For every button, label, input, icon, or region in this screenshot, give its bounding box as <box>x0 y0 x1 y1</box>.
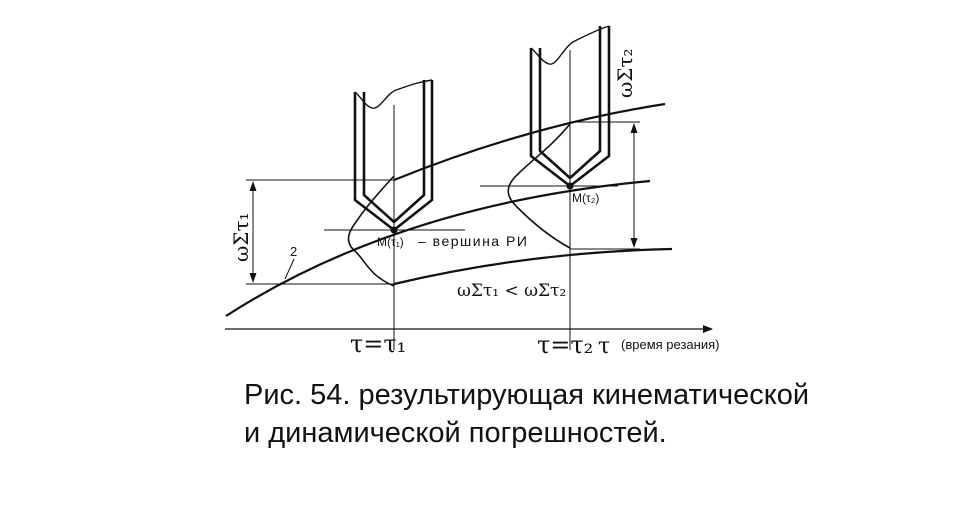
label-point-m2: М(τ₂) <box>572 191 599 205</box>
point-m-tau2 <box>566 182 574 190</box>
label-point-m1: М(τ₁) <box>377 235 404 249</box>
point-m-tau1 <box>390 226 398 234</box>
label-inequality: ωΣτ₁ < ωΣτ₂ <box>457 281 566 301</box>
label-tau-eq-tau2: τ=τ₂ <box>537 331 593 359</box>
lower-boundary-curve <box>393 247 673 286</box>
curve-2 <box>225 179 651 317</box>
dimension-arrowhead-tau1-bottom <box>249 273 257 283</box>
label-omega-tau1: ωΣτ₁ <box>229 212 253 262</box>
label-x-axis-note: (время резания) <box>621 337 719 352</box>
caption-line-1: Рис. 54. результирующая кинематической <box>244 379 810 411</box>
distribution-curve-tau1 <box>347 175 395 287</box>
label-tip-note: – вершина РИ <box>418 233 528 249</box>
label-tau-eq-tau1: τ=τ₁ <box>350 330 406 358</box>
label-omega-tau2: ωΣτ₂ <box>613 48 637 98</box>
dimension-arrowhead-tau1-top <box>249 181 257 191</box>
figure-caption: Рис. 54. результирующая кинематической и… <box>244 376 944 452</box>
caption-line-2: и динамической погрешностей. <box>244 417 667 449</box>
leader-curve-number <box>284 258 295 280</box>
upper-boundary-curve <box>393 102 666 182</box>
label-x-axis-symbol: τ <box>598 334 610 359</box>
dimension-arrowhead-tau2-top <box>630 123 638 133</box>
dimension-arrowhead-tau2-bottom <box>630 238 638 248</box>
label-curve-number: 2 <box>290 244 297 259</box>
